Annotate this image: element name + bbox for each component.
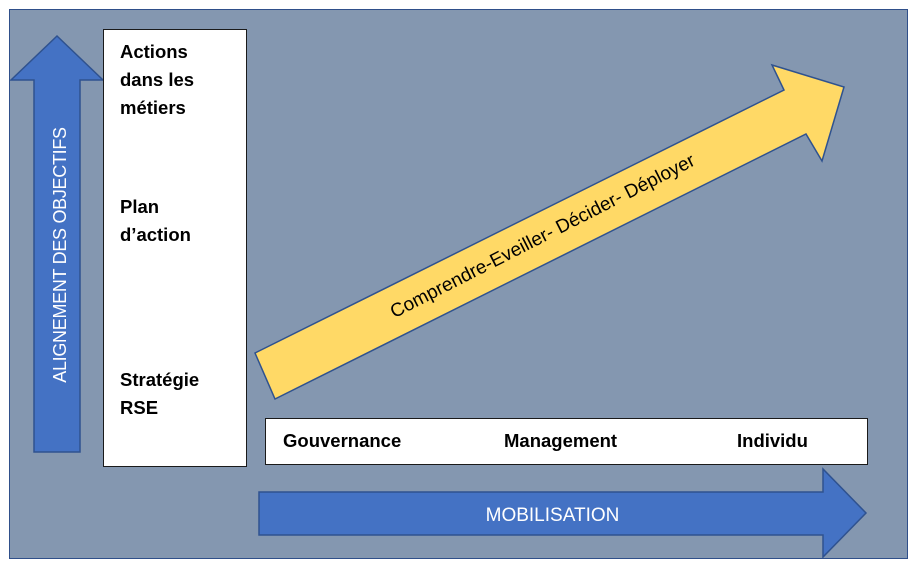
actor-management: Management [504,430,618,451]
actor-individu: Individu [737,430,808,451]
mobilisation-axis-label: MOBILISATION [485,505,620,526]
mobilisation-arrow [258,467,868,559]
actors-box: Gouvernance Management Individu [265,418,868,465]
alignment-arrow [9,34,105,453]
level-strategie-rse: Stratégie RSE [120,369,200,418]
actor-gouvernance: Gouvernance [283,430,402,451]
level-actions-metiers: Actions dans les métiers [120,41,195,118]
process-arrow [254,63,845,401]
levels-box: Actions dans les métiers Plan d’action S… [103,29,247,467]
alignment-axis-label: ALIGNEMENT DES OBJECTIFS [50,127,70,383]
level-plan-action: Plan d’action [120,196,191,245]
